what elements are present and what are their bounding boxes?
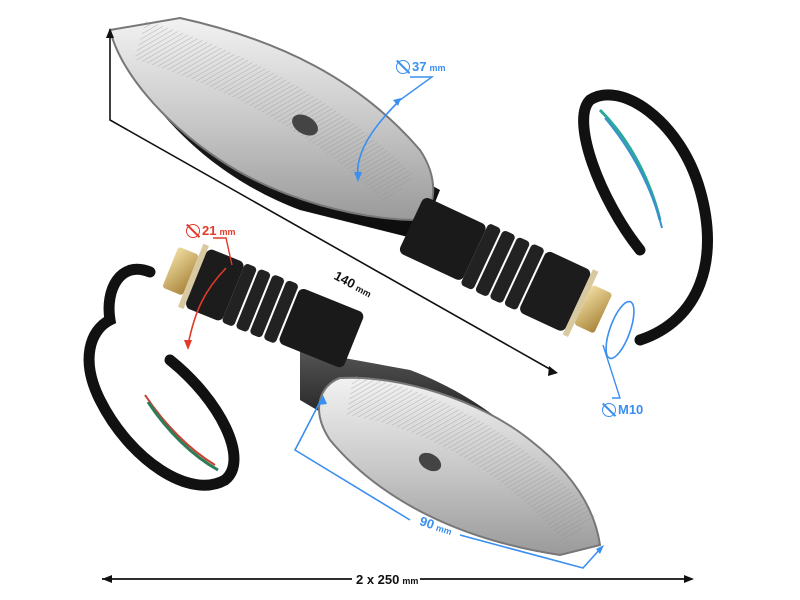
diameter-icon: [396, 60, 410, 74]
upper-stem-boot: [399, 197, 612, 338]
upper-cable: [578, 89, 713, 346]
dimension-37: [354, 76, 435, 182]
lower-cable: [83, 264, 240, 491]
lower-indicator: [83, 243, 602, 557]
lower-stem-boot: [162, 243, 364, 368]
dimension-140: [106, 28, 558, 376]
upper-indicator: [108, 16, 713, 346]
label-thread: M10: [602, 401, 643, 419]
dimension-90: [293, 395, 604, 569]
dimension-21: [184, 237, 233, 350]
diameter-icon: [186, 224, 200, 238]
diameter-icon: [602, 403, 616, 417]
dimension-2x250: [102, 575, 694, 583]
dimension-m10: [602, 300, 635, 399]
